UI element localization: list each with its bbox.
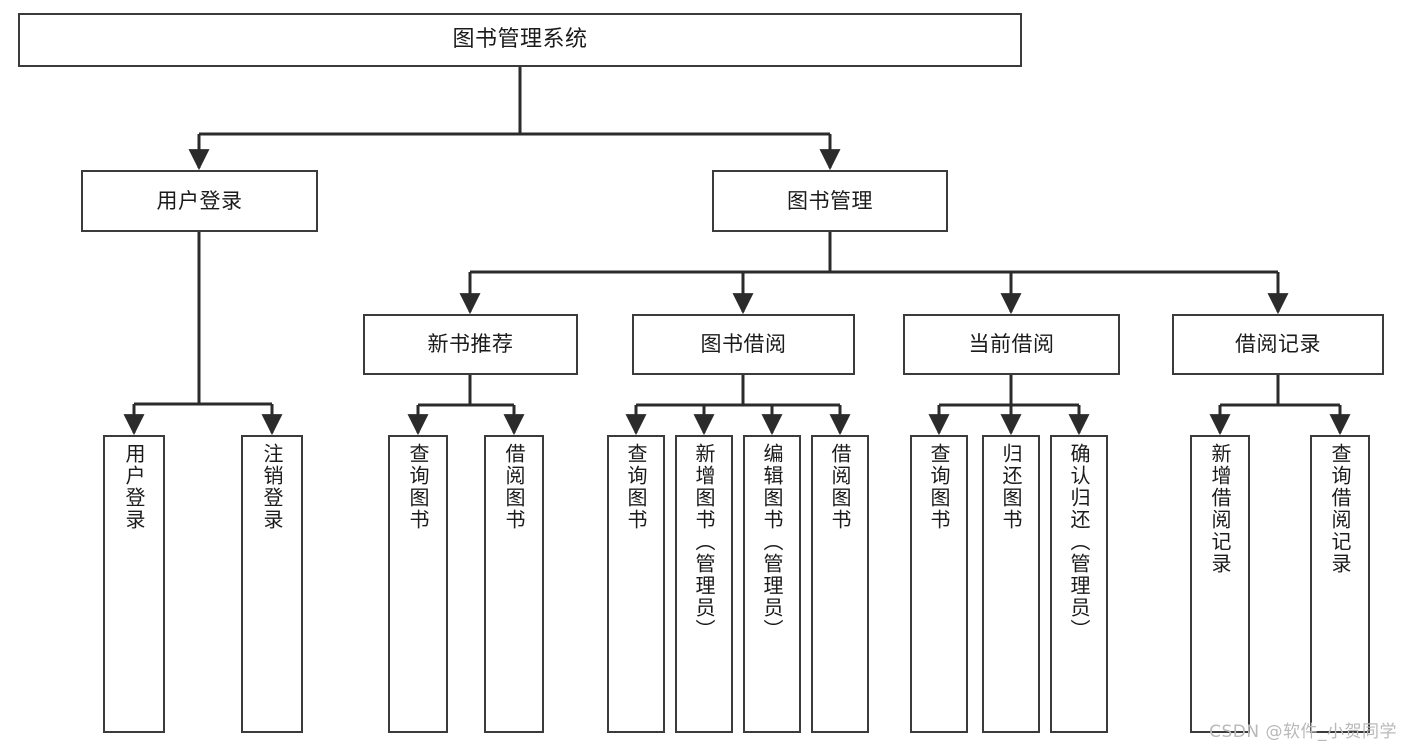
node-leaf-borrow-book-2[interactable]: 借阅图书 xyxy=(811,435,869,733)
node-leaf-add-book[interactable]: 新增图书（管理员） xyxy=(675,435,733,733)
node-leaf-query-book-2[interactable]: 查询图书 xyxy=(607,435,665,733)
node-new-book-rec[interactable]: 新书推荐 xyxy=(363,314,578,375)
node-book-borrow-label: 图书借阅 xyxy=(700,332,787,357)
node-current-borrow-label: 当前借阅 xyxy=(968,332,1055,357)
node-leaf-query-book-2-label: 查询图书 xyxy=(624,443,648,531)
node-leaf-query-record-label: 查询借阅记录 xyxy=(1328,443,1352,575)
node-leaf-user-login[interactable]: 用户登录 xyxy=(103,435,165,733)
node-leaf-borrow-book-2-label: 借阅图书 xyxy=(828,443,852,531)
node-book-manage[interactable]: 图书管理 xyxy=(712,170,948,232)
node-user-login[interactable]: 用户登录 xyxy=(81,170,318,232)
watermark: CSDN @软件_小贺同学 xyxy=(1209,722,1397,742)
node-borrow-record[interactable]: 借阅记录 xyxy=(1172,314,1384,375)
node-leaf-user-login-label: 用户登录 xyxy=(122,443,146,531)
node-leaf-edit-book[interactable]: 编辑图书（管理员） xyxy=(743,435,801,733)
node-leaf-borrow-book-1-label: 借阅图书 xyxy=(502,443,526,531)
node-borrow-record-label: 借阅记录 xyxy=(1235,332,1321,357)
node-leaf-edit-book-label: 编辑图书（管理员） xyxy=(760,443,784,641)
node-leaf-logout-label: 注销登录 xyxy=(260,443,284,531)
node-leaf-borrow-book-1[interactable]: 借阅图书 xyxy=(484,435,544,733)
node-book-manage-label: 图书管理 xyxy=(787,188,873,213)
node-leaf-add-book-label: 新增图书（管理员） xyxy=(692,443,716,641)
node-new-book-rec-label: 新书推荐 xyxy=(427,332,514,357)
node-leaf-return-book[interactable]: 归还图书 xyxy=(982,435,1040,733)
node-leaf-query-book-1-label: 查询图书 xyxy=(406,443,430,531)
node-root-label: 图书管理系统 xyxy=(452,26,588,52)
node-book-borrow[interactable]: 图书借阅 xyxy=(632,314,855,375)
node-current-borrow[interactable]: 当前借阅 xyxy=(903,314,1120,375)
node-leaf-return-book-label: 归还图书 xyxy=(999,443,1023,531)
node-leaf-confirm-return-label: 确认归还（管理员） xyxy=(1067,443,1091,641)
node-leaf-add-record-label: 新增借阅记录 xyxy=(1208,443,1232,575)
node-leaf-logout[interactable]: 注销登录 xyxy=(241,435,303,733)
node-leaf-query-record[interactable]: 查询借阅记录 xyxy=(1310,435,1370,733)
node-user-login-label: 用户登录 xyxy=(156,188,243,213)
node-leaf-confirm-return[interactable]: 确认归还（管理员） xyxy=(1050,435,1108,733)
node-leaf-query-book-3[interactable]: 查询图书 xyxy=(910,435,968,733)
node-root[interactable]: 图书管理系统 xyxy=(18,13,1022,67)
node-leaf-add-record[interactable]: 新增借阅记录 xyxy=(1190,435,1250,733)
node-leaf-query-book-3-label: 查询图书 xyxy=(927,443,951,531)
node-leaf-query-book-1[interactable]: 查询图书 xyxy=(388,435,448,733)
